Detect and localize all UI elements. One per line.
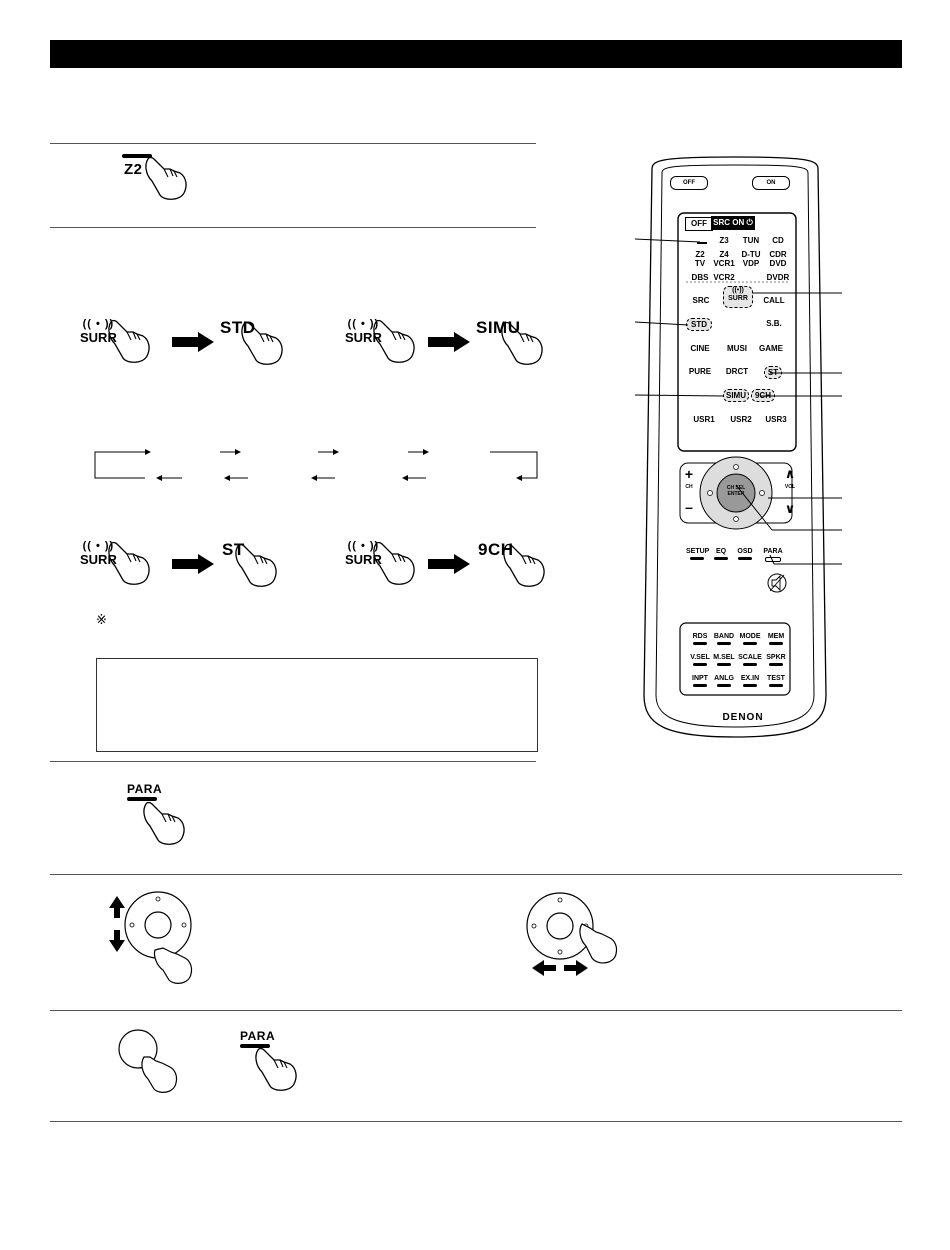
hand-press-icon — [108, 541, 150, 585]
key-scale[interactable]: SCALE — [737, 654, 763, 666]
enter-button-press-icon — [118, 1029, 178, 1093]
key-rds[interactable]: RDS — [688, 633, 712, 645]
key-src[interactable]: SRC — [692, 296, 710, 305]
key-std[interactable]: STD — [686, 318, 712, 331]
key-setup[interactable]: SETUP — [686, 548, 709, 560]
key-cd[interactable]: CD — [772, 236, 784, 245]
step-divider — [50, 227, 536, 228]
vol-label: VOL — [784, 484, 796, 490]
surr-button-label: (( • ))SURR — [345, 540, 382, 567]
key-cine[interactable]: CINE — [690, 344, 710, 353]
key-game[interactable]: GAME — [759, 344, 783, 353]
key-musi[interactable]: MUSI — [727, 344, 747, 353]
key-spkr[interactable]: SPKR — [764, 654, 788, 666]
key-z3[interactable]: Z3 — [719, 236, 729, 245]
key-drct[interactable]: DRCT — [725, 367, 749, 376]
key-call[interactable]: CALL — [763, 296, 785, 305]
key-vcr2[interactable]: VCR2 — [713, 273, 735, 282]
mode-cycle-diagram — [94, 449, 538, 481]
hand-press-icon — [373, 319, 415, 363]
note-mark: ※ — [96, 612, 107, 627]
para-button-label: PARA — [240, 1029, 276, 1043]
arrow-right-icon — [428, 332, 470, 352]
remote-body — [643, 156, 827, 738]
step-divider — [50, 1121, 902, 1122]
note-box — [96, 658, 538, 752]
hand-press-icon — [145, 156, 187, 200]
brand-logo: DENON — [722, 712, 764, 723]
arrow-right-icon — [172, 554, 214, 574]
hand-press-icon — [143, 801, 185, 845]
key-surr[interactable]: ((•))SURR — [723, 286, 753, 308]
key-mem[interactable]: MEM — [764, 633, 788, 645]
key-z2[interactable]: Z2 — [695, 250, 705, 259]
z2-button-bar-icon — [122, 154, 152, 158]
key-anlg[interactable]: ANLG — [712, 675, 736, 687]
para-button-bar-icon — [240, 1044, 270, 1048]
key-usr1[interactable]: USR1 — [693, 415, 715, 424]
cursor-dial-left-right-icon — [526, 892, 618, 976]
key-vdp[interactable]: VDP — [742, 259, 760, 268]
key-eq[interactable]: EQ — [710, 548, 732, 560]
remote-on-button[interactable]: ON — [752, 176, 790, 190]
key-usr3[interactable]: USR3 — [765, 415, 787, 424]
remote-off-button[interactable]: OFF — [670, 176, 708, 190]
hand-press-icon — [503, 543, 545, 587]
surr-button-label: (( • ))SURR — [345, 318, 382, 345]
hand-press-icon — [108, 319, 150, 363]
arrow-right-icon — [428, 554, 470, 574]
key-test[interactable]: TEST — [764, 675, 788, 687]
hand-press-icon — [241, 321, 283, 365]
key-ex-in[interactable]: EX.IN — [737, 675, 763, 687]
key-cdr[interactable]: CDR — [769, 250, 787, 259]
key-m-sel[interactable]: M.SEL — [712, 654, 736, 666]
vol-up-icon[interactable]: ∧ — [784, 466, 796, 481]
hand-press-icon — [255, 1047, 297, 1091]
step-divider — [50, 143, 536, 144]
step-divider — [50, 1010, 902, 1011]
key-tv[interactable]: TV — [694, 259, 706, 268]
mode-src-on-tab[interactable]: SRC ON ⏻ — [711, 216, 755, 230]
vol-down-icon[interactable]: ∨ — [784, 501, 796, 516]
callout-lines — [634, 238, 842, 565]
step-divider — [50, 874, 902, 875]
key-usr2[interactable]: USR2 — [730, 415, 752, 424]
key-dvdr[interactable]: DVDR — [766, 273, 790, 282]
arrow-right-icon — [172, 332, 214, 352]
key-band[interactable]: BAND — [712, 633, 736, 645]
ch-down-icon[interactable]: – — [685, 499, 693, 515]
key-tun[interactable]: TUN — [742, 236, 760, 245]
key-osd[interactable]: OSD — [734, 548, 756, 560]
key-z4[interactable]: Z4 — [719, 250, 729, 259]
key-pure[interactable]: PURE — [688, 367, 712, 376]
ch-label: CH — [685, 484, 693, 490]
key-dbs[interactable]: DBS — [691, 273, 709, 282]
key-d-tu[interactable]: D-TU — [741, 250, 761, 259]
z2-button-label: Z2 — [124, 161, 143, 178]
step-divider — [50, 761, 536, 762]
key-sb[interactable]: S.B. — [766, 319, 782, 328]
surr-button-label: (( • ))SURR — [80, 318, 117, 345]
hand-press-icon — [501, 321, 543, 365]
hand-press-icon — [373, 541, 415, 585]
section-header-bar — [50, 40, 902, 68]
key-vcr1[interactable]: VCR1 — [713, 259, 735, 268]
hand-press-icon — [235, 543, 277, 587]
key-dvd[interactable]: DVD — [769, 259, 787, 268]
ch-up-icon[interactable]: + — [684, 466, 694, 482]
mode-off-tab[interactable]: OFF — [685, 217, 713, 231]
key-mode[interactable]: MODE — [737, 633, 763, 645]
cursor-dial-up-down-icon — [109, 891, 193, 984]
surr-button-label: (( • ))SURR — [80, 540, 117, 567]
key-inpt[interactable]: INPT — [688, 675, 712, 687]
key-v-sel[interactable]: V.SEL — [688, 654, 712, 666]
key-z2-indicator — [697, 242, 707, 244]
para-button-label: PARA — [127, 782, 163, 796]
para-button-bar-icon — [127, 797, 157, 801]
